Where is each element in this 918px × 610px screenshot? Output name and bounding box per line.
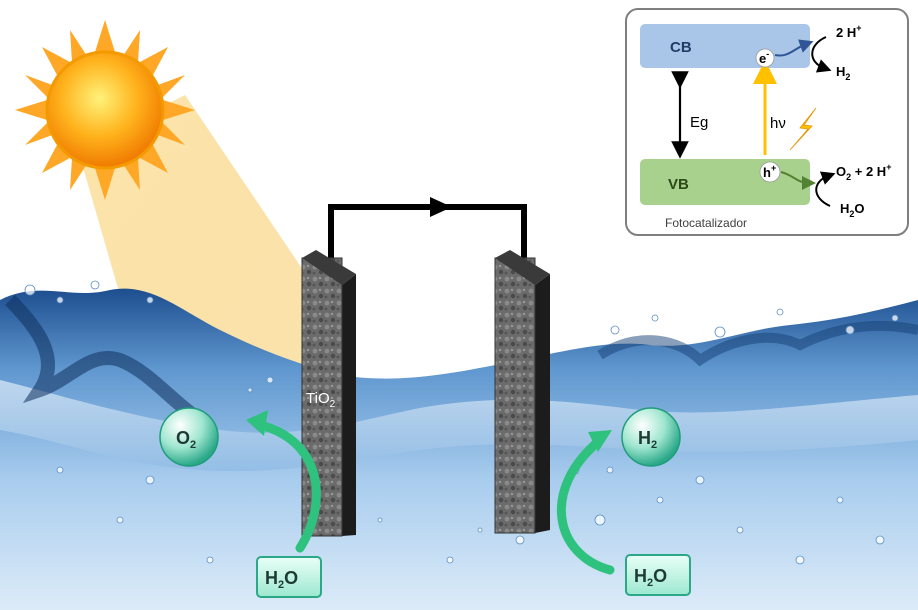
- electron-icon: [755, 48, 775, 68]
- lightning-icon: [789, 107, 817, 151]
- oxidation-reactant: H2O: [840, 201, 865, 219]
- inset-caption: Fotocatalizador: [665, 216, 747, 230]
- tio2-electrode: [301, 250, 356, 537]
- h2-bubble: H2: [621, 407, 681, 467]
- h2o-left-label: H2O: [265, 568, 298, 591]
- water: [0, 288, 918, 610]
- sun-icon: [15, 20, 195, 200]
- oxidation-product: O2 + 2 H+: [836, 162, 891, 182]
- valence-band: [640, 159, 810, 205]
- eg-label: Eg: [690, 114, 708, 131]
- water-droplets: [24, 280, 899, 565]
- oxidation-arrow: [815, 171, 836, 207]
- hole-icon: [759, 161, 781, 183]
- conduction-band: [640, 24, 810, 68]
- hydrogen-evolution-arrow: [556, 435, 615, 575]
- electron-transfer-arrow: [774, 39, 814, 57]
- hole-transfer-arrow: [780, 171, 816, 190]
- hv-label: hν: [770, 115, 786, 132]
- electron-label: e-: [759, 49, 769, 66]
- reduction-arrow: [811, 36, 832, 73]
- cb-label: CB: [670, 39, 692, 56]
- h2-label: H2: [638, 428, 657, 451]
- photocatalyst-inset: CB VB Eg hν e- h+ 2 H+ H2: [625, 8, 909, 236]
- vb-label: VB: [668, 176, 689, 193]
- counter-electrode: [494, 250, 550, 534]
- h2o-tag-right: H2O: [625, 554, 691, 596]
- current-direction-arrow: [430, 197, 452, 217]
- h2o-right-label: H2O: [634, 566, 667, 589]
- hydrogen-arrow-head: [588, 430, 612, 452]
- oxygen-arrow-head: [246, 410, 268, 436]
- reduction-reactant: 2 H+: [836, 23, 862, 40]
- reduction-product: H2: [836, 64, 850, 82]
- external-circuit: [328, 197, 527, 272]
- tio2-label: TiO2: [306, 390, 336, 410]
- oxygen-evolution-arrow: [255, 420, 321, 553]
- o2-label: O2: [176, 428, 196, 451]
- hole-label: h+: [763, 163, 776, 180]
- h2o-tag-left: H2O: [256, 556, 322, 598]
- o2-bubble: O2: [159, 407, 219, 467]
